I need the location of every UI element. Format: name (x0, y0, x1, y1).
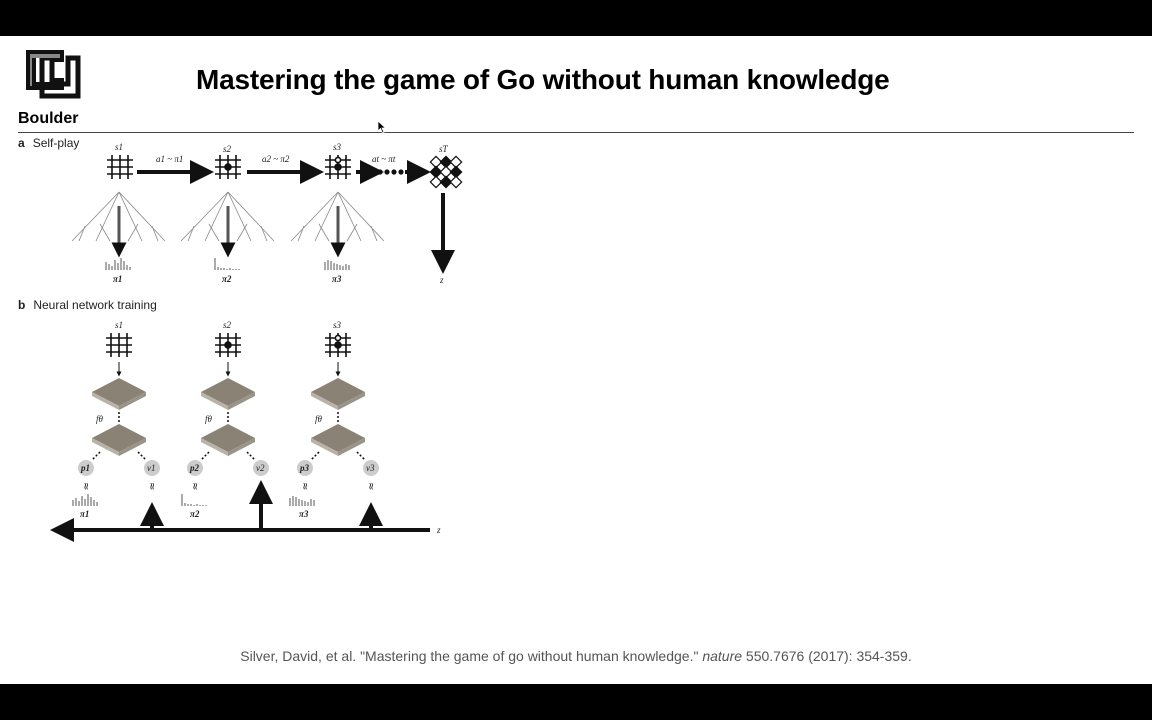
target-histogram-1 (72, 494, 98, 506)
output-links (91, 451, 366, 461)
policy-histogram-3 (324, 260, 350, 270)
svg-text:≈: ≈ (146, 482, 157, 490)
selfplay-board-3 (325, 155, 351, 179)
university-logo: Boulder (18, 44, 88, 127)
value-output-v2: v2 (256, 463, 265, 473)
svg-text:≈: ≈ (189, 482, 200, 490)
outcome-label-b: z (436, 525, 441, 535)
alphago-zero-diagram: s1 s2 s3 sT a1 ~ π1 a2 ~ π2 at ~ πt (50, 142, 463, 542)
panel-a-label: Self-play (32, 136, 80, 150)
mcts-tree-1 (71, 191, 166, 242)
policy-output-p1: p1 (80, 463, 90, 473)
panel-a-heading: a Self-play (18, 136, 79, 150)
output-nodes (78, 460, 379, 476)
input-arrows (116, 362, 341, 377)
citation: Silver, David, et al. "Mastering the gam… (0, 648, 1152, 664)
panel-b-heading: b Neural network training (18, 298, 157, 312)
state-label-s3: s3 (333, 142, 342, 152)
target-histogram-2 (181, 494, 207, 506)
mcts-tree-2 (180, 191, 275, 242)
policy-output-p2: p2 (189, 463, 200, 473)
target-label-3: π3 (299, 509, 309, 519)
network-stack-1 (92, 378, 146, 456)
train-state-label-s3: s3 (333, 320, 342, 330)
slide: Boulder Mastering the game of Go without… (0, 36, 1152, 684)
citation-prefix: Silver, David, et al. "Mastering the gam… (240, 648, 703, 664)
train-board-1 (106, 333, 132, 357)
policy-label-3: π3 (332, 274, 342, 284)
cu-logo-icon (26, 50, 81, 99)
policy-histogram-2 (214, 258, 240, 270)
svg-text:≈: ≈ (299, 482, 310, 490)
network-label-2: fθ (205, 414, 213, 424)
citation-journal: nature (702, 648, 743, 664)
svg-text:≈: ≈ (255, 482, 266, 490)
outcome-feedback-arrows (50, 480, 430, 542)
target-histogram-3 (289, 496, 315, 506)
action-label-2: a2 ~ π2 (262, 154, 290, 164)
target-label-1: π1 (80, 509, 89, 519)
network-label-3: fθ (315, 414, 323, 424)
action-label-3: at ~ πt (372, 154, 396, 164)
train-state-label-s2: s2 (223, 320, 232, 330)
svg-text:≈: ≈ (80, 482, 91, 490)
policy-label-1: π1 (113, 274, 122, 284)
ellipsis-dots (377, 169, 404, 175)
panel-b-letter: b (18, 298, 26, 312)
value-output-v1: v1 (147, 463, 156, 473)
selfplay-board-2 (215, 155, 241, 179)
train-board-2 (215, 333, 241, 357)
outcome-label-a: z (439, 275, 444, 285)
target-label-2: π2 (190, 509, 200, 519)
panel-a-letter: a (18, 136, 25, 150)
action-label-1: a1 ~ π1 (156, 154, 183, 164)
state-label-sT: sT (439, 144, 449, 154)
citation-suffix: 550.7676 (2017): 354-359. (742, 648, 912, 664)
selfplay-board-1 (107, 155, 133, 179)
title-divider (18, 132, 1134, 133)
train-state-label-s1: s1 (115, 320, 123, 330)
state-label-s2: s2 (223, 144, 232, 154)
policy-label-2: π2 (222, 274, 232, 284)
selfplay-board-final (429, 155, 463, 189)
svg-text:≈: ≈ (365, 482, 376, 490)
network-stack-3 (311, 378, 365, 456)
network-label-1: fθ (96, 414, 104, 424)
train-board-3 (325, 333, 351, 357)
policy-output-p3: p3 (299, 463, 310, 473)
state-label-s1: s1 (115, 142, 123, 152)
mcts-tree-3 (290, 191, 385, 242)
network-stack-2 (201, 378, 255, 456)
slide-title: Mastering the game of Go without human k… (196, 64, 890, 95)
approx-symbols: ≈ ≈ ≈ ≈ ≈ ≈ (80, 482, 376, 490)
policy-histogram-1 (105, 258, 131, 270)
logo-text: Boulder (18, 110, 79, 127)
value-output-v3: v3 (366, 463, 375, 473)
panel-b-label: Neural network training (33, 298, 157, 312)
mouse-cursor-icon (377, 120, 387, 134)
